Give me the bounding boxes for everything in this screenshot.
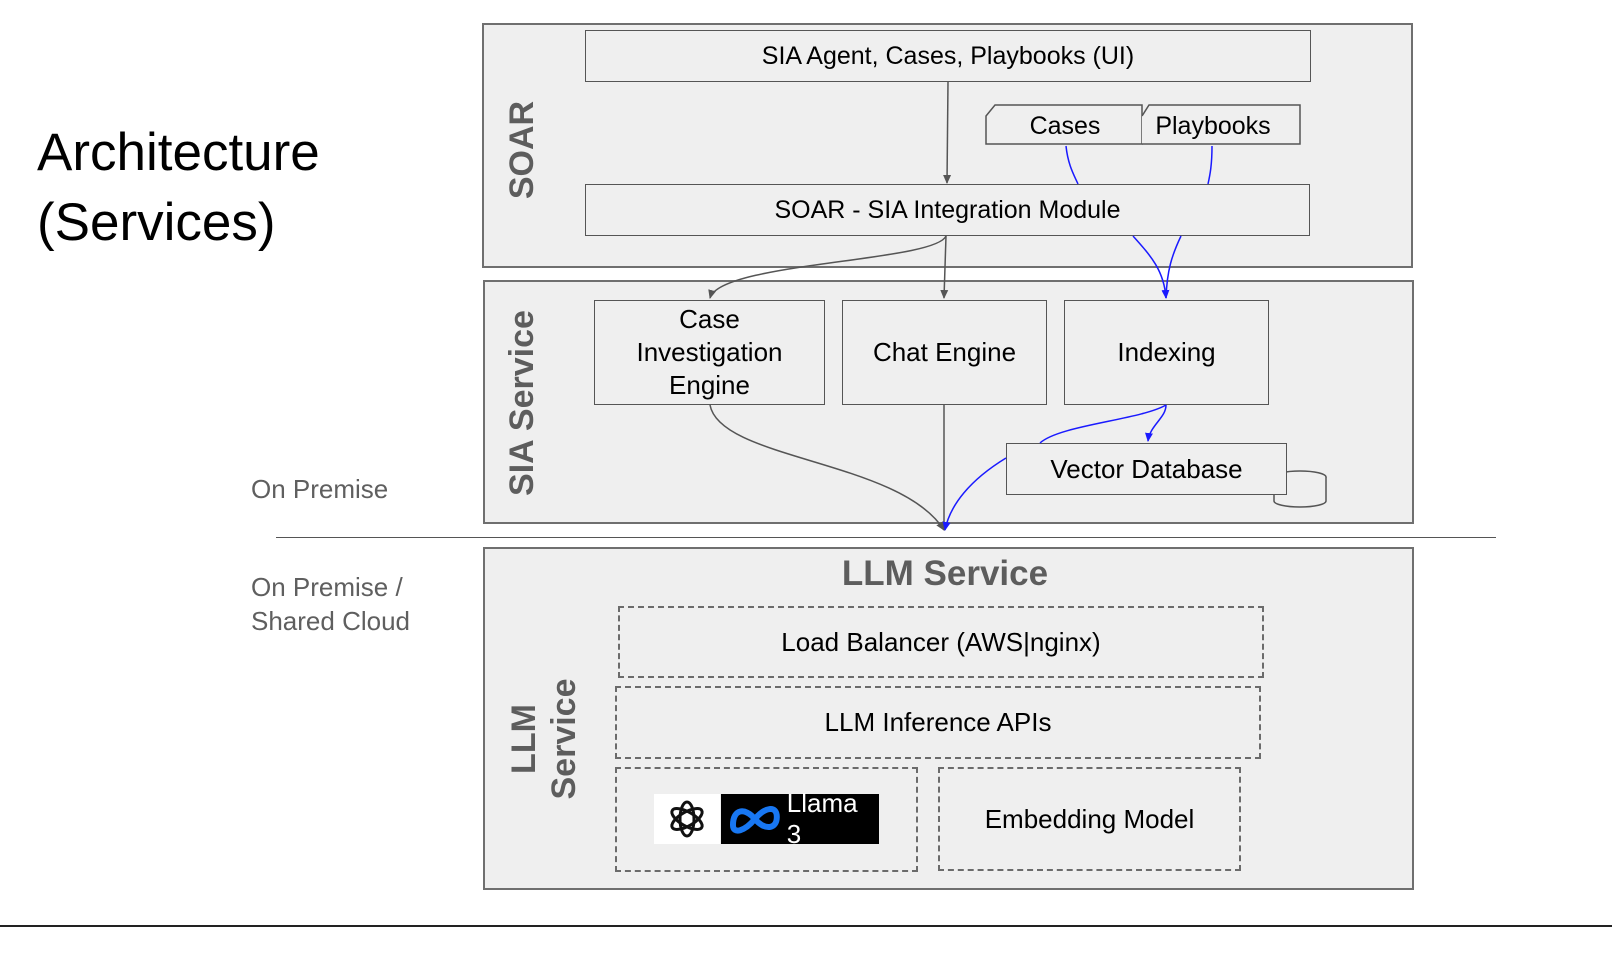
indexing-box: Indexing xyxy=(1064,300,1269,405)
playbooks-label: Playbooks xyxy=(1155,112,1271,140)
vector-database-box: Vector Database xyxy=(1006,443,1287,495)
llama-badge: Llama 3 xyxy=(721,788,879,849)
title-line-2: (Services) xyxy=(37,193,276,252)
bottom-rule xyxy=(0,925,1612,927)
meta-infinity-icon xyxy=(729,806,780,834)
cases-label: Cases xyxy=(1029,112,1101,140)
case-engine-line-3: Engine xyxy=(669,370,750,400)
llama-label: Llama 3 xyxy=(786,788,858,849)
on-premise-note: On Premise xyxy=(251,474,389,504)
llm-side-label: LLM Service xyxy=(504,639,584,839)
embedding-model-box: Embedding Model xyxy=(938,767,1241,871)
shared-note-line-2: Shared Cloud xyxy=(251,606,410,636)
shared-note-line-1: On Premise / xyxy=(251,572,403,602)
llm-header: LLM Service xyxy=(841,554,1049,593)
case-engine-line-2: Investigation xyxy=(636,337,783,367)
ui-box: SIA Agent, Cases, Playbooks (UI) xyxy=(585,30,1311,82)
cases-playbooks-shape xyxy=(985,104,1301,145)
load-balancer-box: Load Balancer (AWS|nginx) xyxy=(618,606,1264,678)
llm-side-line-1: LLM xyxy=(505,704,543,774)
soar-label: SOAR xyxy=(503,100,541,200)
database-cylinder-icon xyxy=(1270,468,1332,512)
integration-module-box: SOAR - SIA Integration Module xyxy=(585,184,1310,236)
case-engine-line-1: Case xyxy=(679,304,740,334)
case-investigation-engine: Case Investigation Engine xyxy=(594,300,825,405)
title-line-1: Architecture xyxy=(37,123,320,182)
inference-apis-box: LLM Inference APIs xyxy=(615,686,1261,759)
premise-divider xyxy=(276,537,1496,538)
shared-cloud-note: On Premise / Shared Cloud xyxy=(251,570,410,638)
cases-playbooks-group xyxy=(985,104,1303,146)
openai-logo-icon xyxy=(654,794,720,844)
llm-side-line-2: Service xyxy=(545,678,583,800)
page-title: Architecture (Services) xyxy=(37,118,320,258)
sia-label: SIA Service xyxy=(503,310,541,496)
chat-engine-box: Chat Engine xyxy=(842,300,1047,405)
